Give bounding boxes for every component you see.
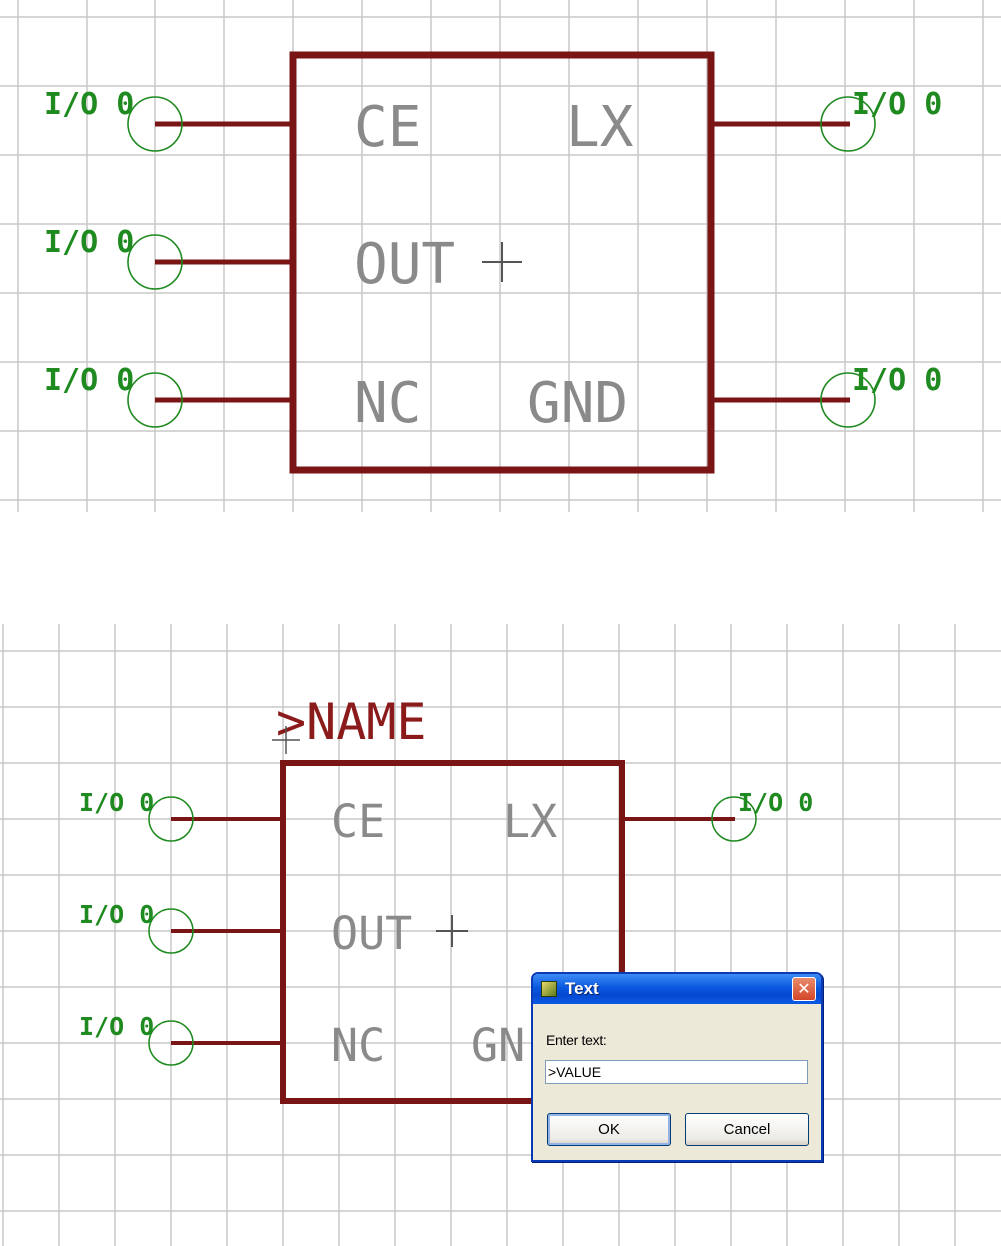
top-signal-gnd: GND: [527, 371, 628, 436]
dialog-title: Text: [565, 979, 599, 998]
ok-button[interactable]: OK: [547, 1113, 671, 1146]
text-dialog[interactable]: Text ✕ Enter text: >VALUE OK Cancel: [531, 972, 823, 1162]
bottom-pin-tag-nc: I/O 0: [79, 1012, 154, 1041]
bottom-schematic-svg[interactable]: >NAME I/O 0 I/O 0 I/O 0 I/O 0 CE OUT NC: [0, 624, 1001, 1246]
bottom-pin-out-connector-icon: [148, 908, 194, 954]
close-icon: ✕: [797, 979, 811, 998]
bottom-grid: [0, 624, 1001, 1246]
bottom-signal-nc: NC: [331, 1019, 385, 1072]
bottom-signal-gnd: GN: [471, 1019, 525, 1072]
close-button[interactable]: ✕: [792, 977, 816, 1001]
top-signal-nc: NC: [354, 371, 421, 436]
bottom-pin-tag-lx: I/O 0: [738, 788, 813, 817]
top-pin-tag-ce: I/O 0: [44, 87, 134, 122]
top-signal-ce: CE: [354, 95, 421, 160]
top-pin-tag-nc: I/O 0: [44, 363, 134, 398]
top-grid: [0, 0, 1001, 512]
app-icon: [541, 981, 557, 997]
top-schematic-svg[interactable]: I/O 0 I/O 0 I/O 0 I/O 0 I/O 0 CE OUT NC …: [0, 0, 1001, 512]
top-pin-ce-connector-icon: [127, 96, 183, 152]
bottom-signal-ce: CE: [331, 795, 385, 848]
top-pin-tag-lx: I/O 0: [852, 87, 942, 122]
top-pin-lx-connector-icon: [820, 96, 876, 152]
bottom-name-placeholder[interactable]: >NAME: [276, 693, 427, 751]
enter-text-label: Enter text:: [546, 1032, 607, 1048]
top-signal-out: OUT: [354, 232, 455, 297]
top-origin-cross-icon: [482, 242, 522, 282]
dialog-titlebar[interactable]: Text ✕: [533, 974, 821, 1004]
bottom-signal-out: OUT: [331, 907, 412, 960]
top-pin-tag-gnd: I/O 0: [852, 363, 942, 398]
top-schematic-canvas[interactable]: I/O 0 I/O 0 I/O 0 I/O 0 I/O 0 CE OUT NC …: [0, 0, 1001, 512]
bottom-pin-ce-connector-icon: [148, 796, 194, 842]
bottom-pin-tag-ce: I/O 0: [79, 788, 154, 817]
top-signal-lx: LX: [566, 95, 634, 160]
bottom-pin-tag-out: I/O 0: [79, 900, 154, 929]
top-pin-gnd-connector-icon: [820, 372, 876, 428]
text-input[interactable]: >VALUE: [545, 1060, 808, 1084]
bottom-signal-lx: LX: [503, 795, 557, 848]
bottom-name-origin-cross-icon: [272, 726, 300, 754]
bottom-schematic-canvas[interactable]: >NAME I/O 0 I/O 0 I/O 0 I/O 0 CE OUT NC: [0, 624, 1001, 1246]
cancel-button[interactable]: Cancel: [685, 1113, 809, 1146]
top-pin-nc-connector-icon: [127, 372, 183, 428]
top-pin-out-connector-icon: [127, 234, 183, 290]
bottom-origin-cross-icon: [436, 915, 468, 947]
top-pin-tag-out: I/O 0: [44, 225, 134, 260]
bottom-pin-lx-connector-icon: [711, 796, 757, 842]
bottom-pin-nc-connector-icon: [148, 1020, 194, 1066]
